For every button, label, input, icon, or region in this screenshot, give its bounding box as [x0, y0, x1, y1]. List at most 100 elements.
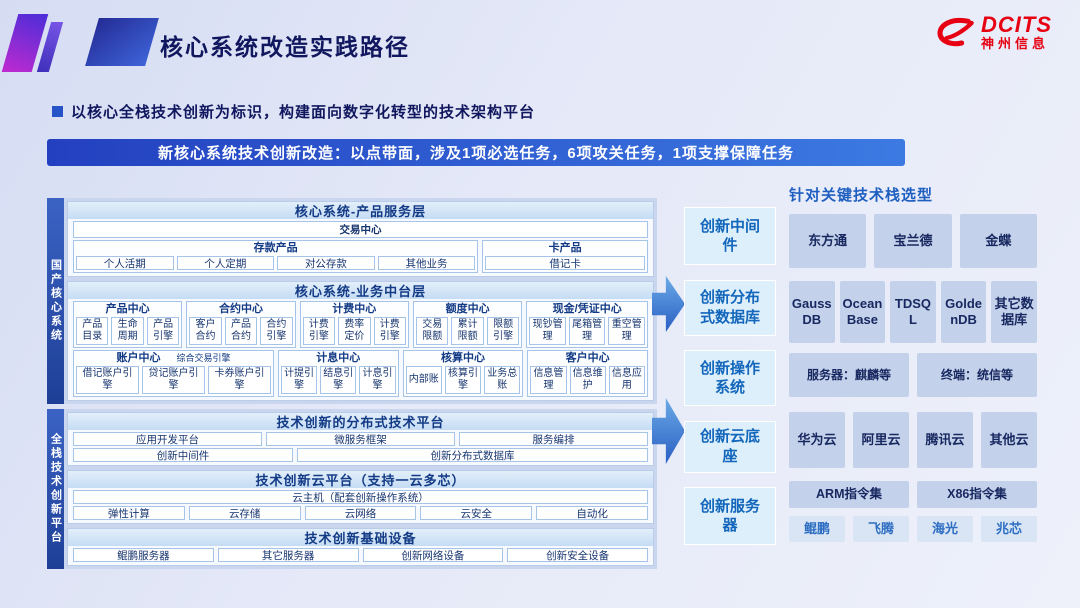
- item-box: 服务编排: [459, 432, 648, 446]
- section-fullstack-platform: 全栈技术创新平台 技术创新的分布式技术平台 应用开发平台 微服务框架 服务编排 …: [47, 409, 657, 569]
- item-box: 产品目录: [76, 317, 109, 345]
- innovation-box-server: 创新服务器: [684, 487, 776, 545]
- card-product-group: 卡产品 借记卡: [482, 240, 648, 273]
- vendor-box: 阿里云: [853, 412, 909, 468]
- panel-cloud-platform: 技术创新云平台（支持一云多芯） 云主机（配套创新操作系统） 弹性计算 云存储 云…: [67, 470, 654, 524]
- item-box: 云网络: [304, 506, 417, 520]
- item-box: 个人活期: [76, 256, 174, 270]
- panel-infra: 技术创新基础设备 鲲鹏服务器 其它服务器 创新网络设备 创新安全设备: [67, 528, 654, 566]
- box-row: 借记卡: [485, 256, 645, 270]
- vendor-box: 金蝶: [959, 214, 1037, 268]
- item-box: 云安全: [420, 506, 533, 520]
- item-box: 其它服务器: [217, 548, 359, 562]
- tech-stack-panel: 针对关键技术栈选型 东方通 宝兰德 金蝶 GaussDB OceanBase T…: [789, 184, 1037, 542]
- item-box: 现钞管理: [529, 317, 566, 345]
- vendor-box: 其他云: [981, 412, 1037, 468]
- item-box: 核算引擎: [444, 366, 482, 394]
- dcits-swoosh-icon: [937, 18, 974, 47]
- trade-center-box: 交易中心: [73, 221, 648, 238]
- item-box: 其他业务: [377, 256, 476, 270]
- item-box: 弹性计算: [73, 506, 185, 520]
- group-label: 合约中心: [218, 303, 263, 315]
- middleware-row: 东方通 宝兰德 金蝶: [789, 214, 1037, 268]
- innovation-box-cloud: 创新云底座: [684, 420, 776, 473]
- domestic-core-panels: 核心系统-产品服务层 交易中心 存款产品 个人活期 个人定期 对公存款 其他业务: [64, 198, 657, 404]
- cloud-row: 华为云 阿里云 腾讯云 其他云: [789, 412, 1037, 468]
- center-group-quota: 额度中心 交易限额 累计限额 限额引擎: [412, 301, 523, 348]
- arrows-column: [652, 198, 685, 550]
- box-row: 个人活期 个人定期 对公存款 其他业务: [76, 256, 476, 270]
- innovation-box-os: 创新操作系统: [684, 350, 776, 406]
- item-box: 信息应用: [608, 366, 646, 394]
- vendor-box: GoldenDB: [940, 281, 987, 343]
- item-box: 尾箱管理: [568, 317, 606, 345]
- item-box: 信息管理: [530, 366, 567, 394]
- bullet-icon: [52, 106, 63, 117]
- architecture-area: 国产核心系统 核心系统-产品服务层 交易中心 存款产品 个人活期 个人定期 对公…: [47, 198, 657, 574]
- vendor-box: 鲲鹏: [789, 516, 845, 542]
- vendor-box: 兆芯: [981, 516, 1037, 542]
- center-group-product: 产品中心 产品目录 生命周期 产品引擎: [73, 301, 183, 348]
- os-row: 服务器：麒麟等 终端：统信等: [789, 353, 1037, 397]
- group-label: 计费中心: [332, 303, 377, 315]
- center-group-contract: 合约中心 客户合约 产品合约 合约引擎: [186, 301, 296, 348]
- business-centers-row-1: 产品中心 产品目录 生命周期 产品引擎 合约中心 客户合约 产品合约: [73, 301, 649, 348]
- item-box: 交易限额: [415, 317, 449, 345]
- item-box: 业务总账: [484, 366, 521, 394]
- item-box: 对公存款: [277, 256, 375, 270]
- group-label: 产品中心: [105, 303, 150, 315]
- vendor-box: OceanBase: [839, 281, 886, 343]
- product-groups-row: 存款产品 个人活期 个人定期 对公存款 其他业务 卡产品 借记卡: [73, 240, 648, 273]
- page-title: 核心系统改造实践路径: [160, 34, 410, 60]
- vendor-box: 海光: [917, 516, 973, 542]
- vendor-box: 腾讯云: [917, 412, 973, 468]
- subtitle-text: 以核心全栈技术创新为标识，构建面向数字化转型的技术架构平台: [71, 104, 536, 121]
- infra-items-row: 鲲鹏服务器 其它服务器 创新网络设备 创新安全设备: [73, 548, 648, 562]
- panel-title-cloud: 技术创新云平台（支持一云多芯）: [68, 471, 653, 488]
- item-box: 累计限额: [451, 317, 484, 345]
- innovation-box-middleware: 创新中间件: [684, 207, 776, 265]
- item-box: 鲲鹏服务器: [73, 548, 214, 562]
- subtitle-row: 以核心全栈技术创新为标识，构建面向数字化转型的技术架构平台: [52, 101, 535, 122]
- item-box: 个人定期: [176, 256, 275, 270]
- panel-title-distributed: 技术创新的分布式技术平台: [68, 413, 653, 430]
- item-box: 计费引擎: [302, 317, 336, 345]
- center-group-accounting: 核算中心 内部账 核算引擎 业务总账: [402, 350, 524, 397]
- vendor-box: 其它数据库: [991, 281, 1037, 343]
- item-box: 创新网络设备: [362, 548, 504, 562]
- cloud-host-row: 云主机（配套创新操作系统）: [73, 490, 648, 504]
- group-label: 额度中心: [445, 303, 490, 315]
- innovation-box-database: 创新分布式数据库: [684, 279, 776, 336]
- group-note: 综合交易引擎: [176, 353, 231, 363]
- item-box: 计息引擎: [359, 366, 396, 394]
- innovation-column: 创新中间件 创新分布式数据库 创新操作系统 创新云底座 创新服务器: [684, 207, 776, 545]
- sidebar-label-domestic-core: 国产核心系统: [47, 198, 64, 404]
- panel-product-service-layer: 核心系统-产品服务层 交易中心 存款产品 个人活期 个人定期 对公存款 其他业务: [67, 201, 654, 277]
- vendor-box: 服务器：麒麟等: [789, 353, 909, 397]
- item-box: 创新分布式数据库: [297, 448, 648, 462]
- group-label: 客户中心: [565, 352, 610, 364]
- panel-title-business-layer: 核心系统-业务中台层: [68, 282, 653, 299]
- item-box: 结息引擎: [320, 366, 357, 394]
- item-box: 产品合约: [224, 317, 258, 345]
- item-box: 信息维护: [569, 366, 606, 394]
- instruction-set-row: ARM指令集 X86指令集: [789, 481, 1037, 508]
- panel-business-middle-layer: 核心系统-业务中台层 产品中心 产品目录 生命周期 产品引擎 合约中心: [67, 281, 654, 401]
- item-box: 卡券账户引擎: [207, 366, 271, 394]
- logo-brand: DCITS: [981, 12, 1052, 37]
- group-label: 现金/凭证中心: [552, 303, 622, 315]
- sidebar-label-fullstack-platform: 全栈技术创新平台: [47, 409, 64, 569]
- distributed-row-1: 应用开发平台 微服务框架 服务编排: [73, 432, 648, 446]
- item-box: 产品引擎: [146, 317, 180, 345]
- vendor-box: 飞腾: [853, 516, 909, 542]
- panel-title-infra: 技术创新基础设备: [68, 529, 653, 546]
- decorative-bar: [85, 18, 159, 66]
- item-box: 合约引擎: [260, 317, 293, 345]
- center-group-interest: 计息中心 计提引擎 结息引擎 计息引擎: [277, 350, 399, 397]
- item-box: 自动化: [536, 506, 648, 520]
- item-box: 借记卡: [485, 256, 645, 270]
- item-box: 客户合约: [189, 317, 222, 345]
- item-box: 生命周期: [111, 317, 144, 345]
- item-box: 计费引擎: [373, 317, 406, 345]
- deposit-product-group: 存款产品 个人活期 个人定期 对公存款 其他业务: [73, 240, 479, 273]
